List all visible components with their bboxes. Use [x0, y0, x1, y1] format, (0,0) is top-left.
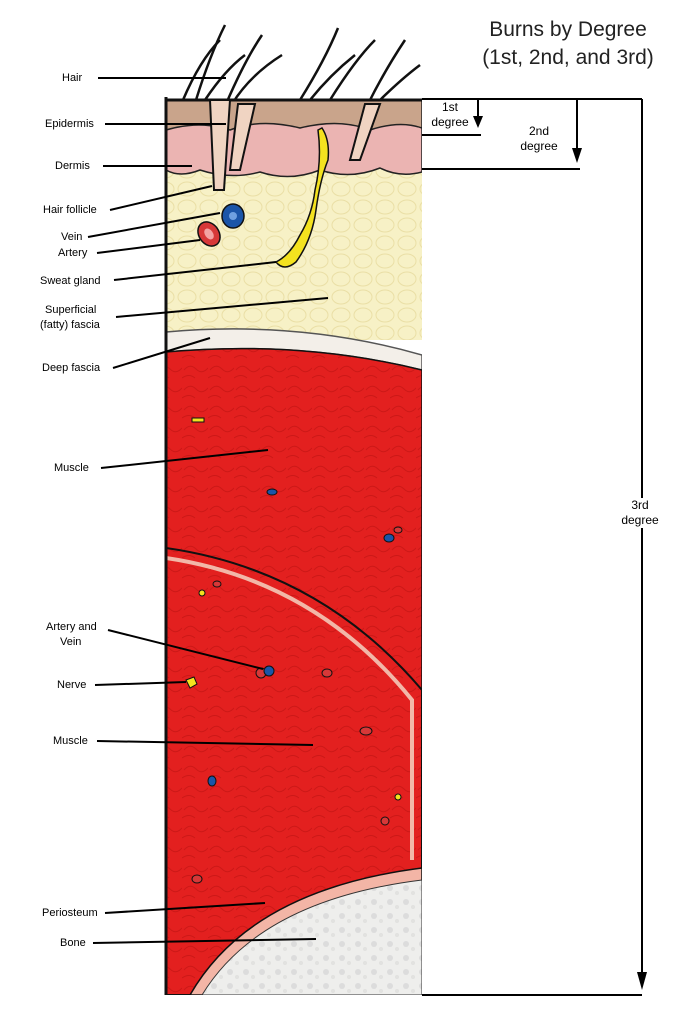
- label-epidermis: Epidermis: [45, 118, 94, 130]
- first-degree-line2: degree: [431, 115, 469, 129]
- hair-strands: [181, 24, 421, 105]
- diagram-title-line1: Burns by Degree: [489, 18, 647, 41]
- muscle-vessels: [185, 417, 403, 884]
- first-degree-line1: 1st: [441, 100, 458, 114]
- label-vein: Vein: [61, 231, 83, 243]
- second-degree-label: 2nd degree: [508, 124, 570, 154]
- label-hair: Hair: [62, 72, 83, 84]
- dermis-layer: [166, 121, 422, 178]
- third-degree-line1: 3rd: [631, 498, 649, 512]
- sweat-gland: [274, 127, 330, 268]
- label-muscle-upper: Muscle: [54, 462, 89, 474]
- label-nerve: Nerve: [57, 679, 87, 691]
- degree-markers: [422, 98, 647, 996]
- epidermis-layer: [166, 99, 422, 131]
- label-dermis: Dermis: [55, 160, 90, 172]
- bone-layer: [201, 879, 422, 995]
- label-muscle-lower: Muscle: [53, 735, 88, 747]
- label-artery-and-vein-2: Vein: [60, 636, 82, 648]
- label-superficial-fascia-2: (fatty) fascia: [40, 319, 100, 331]
- leader-lines: [87, 77, 329, 944]
- diagram-title-line2: (1st, 2nd, and 3rd): [482, 46, 654, 69]
- hair-follicles: [208, 99, 382, 191]
- label-bone: Bone: [60, 937, 86, 949]
- label-sweat-gland: Sweat gland: [40, 275, 101, 287]
- label-deep-fascia: Deep fascia: [42, 362, 101, 374]
- third-degree-label: 3rd degree: [608, 498, 672, 528]
- label-hair-follicle: Hair follicle: [43, 204, 97, 216]
- second-degree-line2: degree: [520, 139, 558, 153]
- second-degree-line1: 2nd: [528, 124, 550, 138]
- label-artery-and-vein-1: Artery and: [46, 621, 97, 633]
- third-degree-line2: degree: [621, 513, 659, 527]
- first-degree-label: 1st degree: [420, 100, 480, 130]
- label-periosteum: Periosteum: [42, 907, 98, 919]
- label-artery: Artery: [58, 247, 88, 259]
- label-superficial-fascia-1: Superficial: [45, 304, 97, 316]
